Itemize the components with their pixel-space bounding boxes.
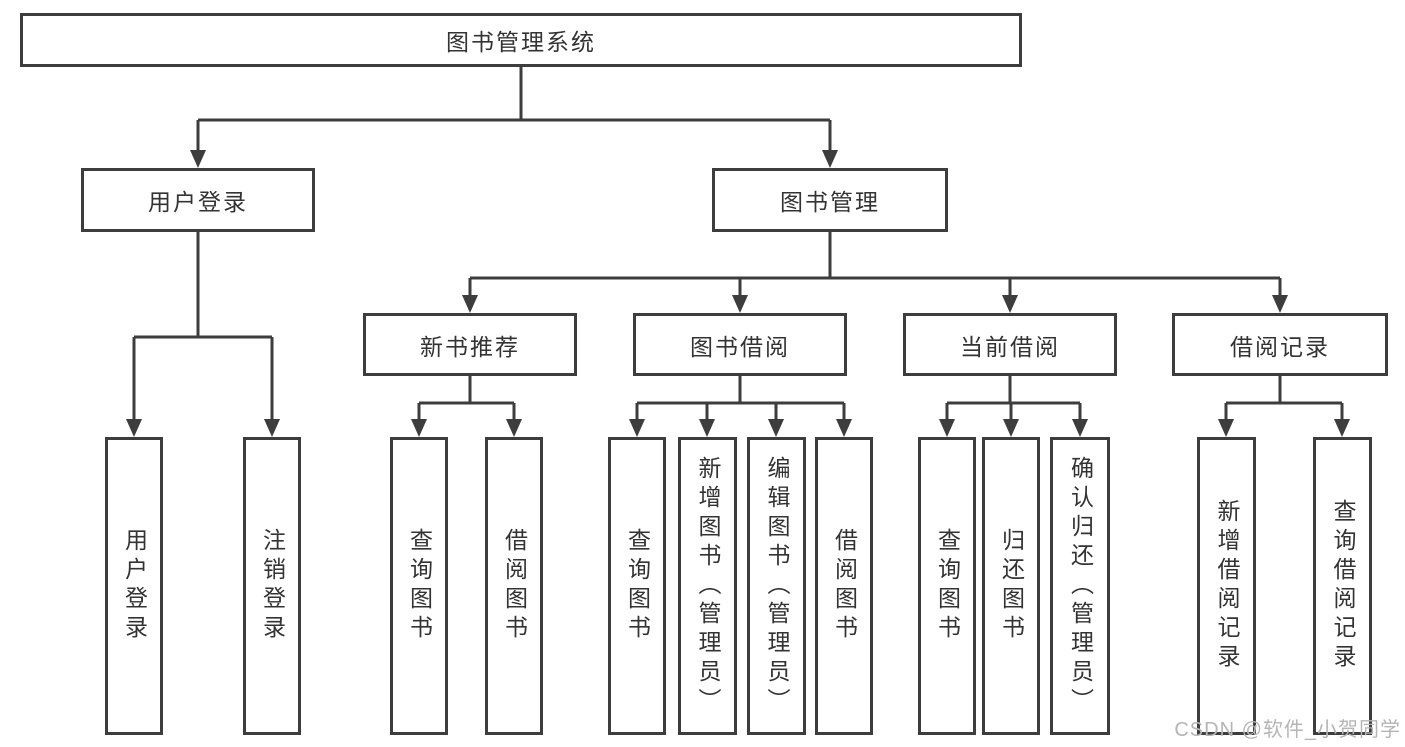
leaf-borrowing-query-book: 查询图书 (608, 437, 666, 735)
node-label: 当前借阅 (960, 333, 1060, 360)
node-library-management-system: 图书管理系统 (20, 13, 1022, 67)
leaf-confirm-return-admin: 确认归还（管理员） (1050, 437, 1110, 735)
node-label: 查询图书 (406, 528, 433, 644)
leaf-borrow-book: 借阅图书 (815, 437, 873, 735)
node-label: 图书管理 (780, 189, 880, 215)
leaf-logout: 注销登录 (243, 437, 301, 735)
node-label: 用户登录 (148, 189, 248, 215)
leaf-recommend-borrow-book: 借阅图书 (485, 437, 543, 735)
node-borrowing-records: 借阅记录 (1172, 313, 1388, 376)
node-label: 查询借阅记录 (1330, 499, 1356, 673)
node-label: 新增图书（管理员） (695, 455, 721, 717)
node-label: 借阅记录 (1230, 333, 1330, 360)
node-label: 新书推荐 (420, 333, 520, 360)
node-label: 归还图书 (998, 528, 1025, 644)
leaf-recommend-query-book: 查询图书 (390, 437, 448, 735)
leaf-query-borrow-record: 查询借阅记录 (1313, 437, 1372, 735)
node-label: 查询图书 (934, 528, 961, 644)
leaf-add-book-admin: 新增图书（管理员） (678, 437, 737, 735)
leaf-return-book: 归还图书 (982, 437, 1040, 735)
node-user-login: 用户登录 (81, 168, 315, 232)
node-label: 图书管理系统 (446, 29, 596, 55)
node-label: 图书借阅 (690, 333, 790, 360)
node-label: 确认归还（管理员） (1067, 455, 1094, 717)
node-label: 注销登录 (259, 528, 286, 644)
node-label: 用户登录 (121, 528, 148, 644)
watermark: CSDN @软件_小贺同学 (1174, 719, 1401, 741)
leaf-current-query-book: 查询图书 (918, 437, 976, 735)
node-label: 编辑图书（管理员） (764, 455, 790, 717)
node-label: 借阅图书 (831, 528, 858, 644)
node-book-management: 图书管理 (712, 168, 948, 232)
node-new-book-recommendation: 新书推荐 (363, 313, 577, 376)
node-book-borrowing: 图书借阅 (633, 313, 847, 376)
leaf-user-login: 用户登录 (105, 437, 163, 735)
node-label: 借阅图书 (501, 528, 528, 644)
node-label: 查询图书 (624, 528, 651, 644)
node-label: 新增借阅记录 (1214, 499, 1240, 673)
leaf-edit-book-admin: 编辑图书（管理员） (747, 437, 806, 735)
node-current-borrowing: 当前借阅 (903, 313, 1117, 376)
leaf-add-borrow-record: 新增借阅记录 (1197, 437, 1256, 735)
